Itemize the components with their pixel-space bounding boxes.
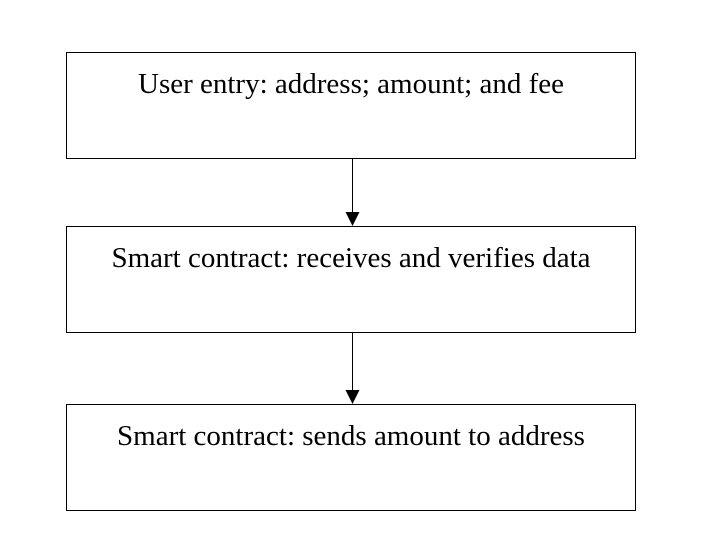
flow-step-receive-verify: Smart contract: receives and verifies da… (66, 226, 636, 333)
arrow-step2-to-step3 (345, 333, 360, 404)
flow-step-label: Smart contract: receives and verifies da… (111, 242, 591, 274)
arrow-step1-to-step2 (345, 159, 360, 226)
flow-step-send-amount: Smart contract: sends amount to address (66, 404, 636, 511)
flow-step-label: Smart contract: sends amount to address (117, 420, 585, 452)
flow-step-label: User entry: address; amount; and fee (138, 68, 564, 100)
flow-step-user-entry: User entry: address; amount; and fee (66, 52, 636, 159)
